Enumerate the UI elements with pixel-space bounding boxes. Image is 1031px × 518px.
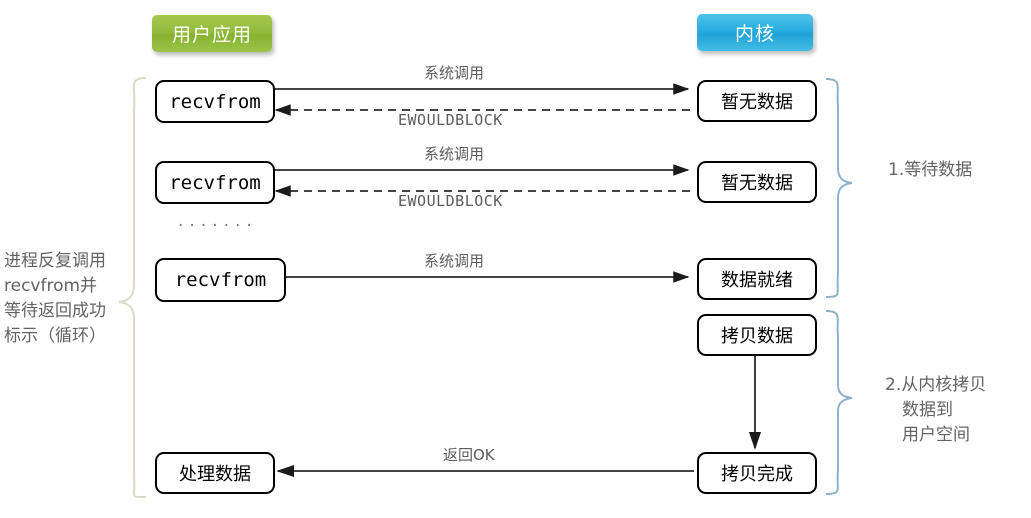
node-recvfrom-3-label: recvfrom: [174, 269, 267, 291]
brace-left-loop: [118, 77, 147, 499]
left-note-text: 进程反复调用 recvfrom并 等待返回成功 标示（循环）: [4, 251, 106, 346]
node-recvfrom-3[interactable]: recvfrom: [155, 258, 286, 302]
phase-1-label: 1.等待数据: [888, 160, 973, 180]
node-no-data-2[interactable]: 暂无数据: [697, 161, 817, 203]
edge-label-syscall-2: 系统调用: [424, 145, 485, 163]
node-copy-done[interactable]: 拷贝完成: [697, 452, 817, 494]
node-no-data-2-label: 暂无数据: [721, 173, 793, 194]
node-recvfrom-2[interactable]: recvfrom: [155, 161, 275, 204]
edge-label-ewouldblock-2: EWOULDBLOCK: [398, 192, 503, 210]
node-recvfrom-2-label: recvfrom: [169, 171, 261, 194]
brace-right-phase2: [825, 310, 853, 495]
node-data-ready[interactable]: 数据就绪: [697, 258, 817, 300]
header-kernel: 内核: [697, 14, 813, 51]
node-copy-data-label: 拷贝数据: [721, 326, 793, 347]
node-no-data-1[interactable]: 暂无数据: [697, 80, 817, 122]
phase-2-label-line2: 数据到: [902, 400, 953, 420]
node-no-data-1-label: 暂无数据: [721, 92, 793, 113]
phase-2-label-line1: 2.从内核拷贝: [885, 375, 987, 395]
node-copy-done-label: 拷贝完成: [721, 464, 793, 485]
brace-right-phase1: [825, 78, 853, 298]
node-recvfrom-1-label: recvfrom: [169, 90, 261, 113]
edge-label-return-ok: 返回OK: [443, 446, 495, 464]
node-recvfrom-1[interactable]: recvfrom: [155, 80, 275, 123]
edge-label-ewouldblock-1: EWOULDBLOCK: [398, 111, 503, 129]
header-kernel-label: 内核: [734, 24, 775, 45]
edge-label-syscall-3: 系统调用: [424, 252, 485, 270]
ellipsis-repeat: ·······: [178, 216, 258, 236]
node-process-data-label: 处理数据: [179, 464, 251, 485]
phase-2-label-line3: 用户空间: [902, 425, 970, 445]
node-copy-data[interactable]: 拷贝数据: [697, 314, 817, 356]
header-user-application-label: 用户应用: [171, 25, 252, 46]
node-data-ready-label: 数据就绪: [721, 270, 793, 291]
edge-label-syscall-1: 系统调用: [424, 64, 485, 82]
node-process-data[interactable]: 处理数据: [155, 452, 275, 494]
header-user-application: 用户应用: [152, 15, 272, 52]
